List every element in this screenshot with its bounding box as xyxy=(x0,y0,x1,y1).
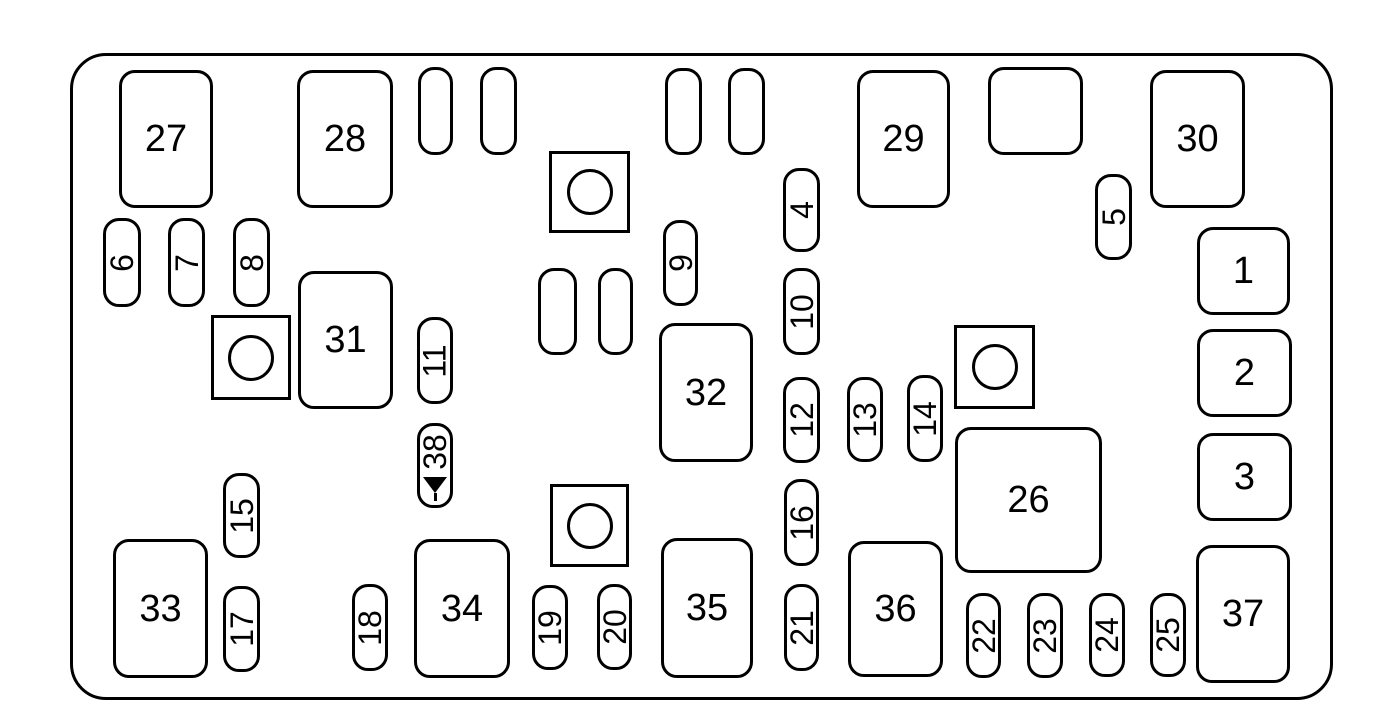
module-label: 29 xyxy=(882,118,925,160)
module-box-3: 3 xyxy=(1197,433,1292,521)
module-label: 34 xyxy=(440,587,484,630)
fuse-14: 14 xyxy=(907,375,943,462)
fuse-22: 22 xyxy=(965,593,1002,678)
module-box-30: 30 xyxy=(1150,70,1245,208)
fuse-label: 4 xyxy=(783,201,820,219)
fuse-blank-5 xyxy=(538,268,577,355)
fuse-label: 25 xyxy=(1150,617,1186,653)
module-box-26: 26 xyxy=(955,427,1102,573)
fuse-25: 25 xyxy=(1150,593,1186,677)
fuse-blank-3 xyxy=(665,68,702,155)
relay-square-2 xyxy=(211,315,291,400)
down-arrow-icon xyxy=(423,477,447,501)
module-box-34: 34 xyxy=(414,539,510,678)
fuse-label: 20 xyxy=(596,609,633,645)
fuse-blank-2 xyxy=(480,67,517,155)
fuse-9: 9 xyxy=(662,220,699,306)
module-label: 35 xyxy=(685,587,729,629)
fuse-13: 13 xyxy=(847,377,883,462)
module-label: 3 xyxy=(1233,456,1256,498)
module-box-1: 1 xyxy=(1197,227,1290,315)
module-label: 26 xyxy=(1007,479,1050,521)
fuse-8: 8 xyxy=(233,218,270,307)
fuse-label: 9 xyxy=(662,254,699,272)
fuse-label: 17 xyxy=(223,611,260,647)
mounting-circle-icon xyxy=(228,334,274,381)
fuse-label: 14 xyxy=(907,400,943,437)
fuse-12: 12 xyxy=(783,377,820,463)
fuse-label: 12 xyxy=(783,402,820,438)
module-box-29: 29 xyxy=(857,70,950,208)
fuse-blank-6 xyxy=(598,268,633,355)
module-label: 1 xyxy=(1232,250,1255,292)
arrow-stem xyxy=(433,493,437,501)
module-box-blank xyxy=(988,67,1083,155)
fuse-16: 16 xyxy=(783,479,820,566)
fuse-blank-1 xyxy=(418,67,453,155)
fuse-label: 21 xyxy=(783,609,820,646)
fuse-label: 5 xyxy=(1095,208,1132,226)
fuse-24: 24 xyxy=(1089,593,1125,677)
arrow-head xyxy=(423,477,447,493)
relay-square-3 xyxy=(954,325,1035,409)
module-label: 36 xyxy=(874,588,917,630)
fuse-5: 5 xyxy=(1095,174,1132,260)
fuse-10: 10 xyxy=(783,268,820,355)
fuse-label: 7 xyxy=(168,253,205,272)
module-label: 32 xyxy=(684,371,728,414)
fuse-label: 11 xyxy=(417,343,453,378)
fuse-38: 38 xyxy=(417,423,453,508)
module-label: 33 xyxy=(139,587,182,630)
module-box-28: 28 xyxy=(297,70,393,208)
fuse-label: 13 xyxy=(847,401,883,438)
module-box-2: 2 xyxy=(1197,329,1292,417)
module-box-36: 36 xyxy=(848,541,943,677)
fuse-7: 7 xyxy=(168,218,205,307)
fuse-label: 18 xyxy=(352,609,388,646)
module-label: 28 xyxy=(323,118,367,160)
fuse-17: 17 xyxy=(223,586,260,672)
module-label: 31 xyxy=(324,319,367,361)
module-box-27: 27 xyxy=(119,70,213,208)
fuse-4: 4 xyxy=(783,168,820,252)
relay-square-1 xyxy=(549,151,630,233)
fuse-label: 8 xyxy=(233,253,270,272)
fuse-label: 15 xyxy=(223,497,260,534)
fuse-label: 16 xyxy=(783,504,820,541)
fuse-15: 15 xyxy=(223,473,260,558)
fuse-label: 38 xyxy=(417,434,453,470)
fuse-23: 23 xyxy=(1027,593,1063,678)
module-label: 37 xyxy=(1221,593,1265,635)
module-label: 2 xyxy=(1233,352,1256,394)
fuse-blank-4 xyxy=(728,68,765,155)
fuse-21: 21 xyxy=(783,584,820,671)
fuse-label: 24 xyxy=(1089,617,1125,653)
fuse-20: 20 xyxy=(596,584,633,670)
module-box-32: 32 xyxy=(659,323,753,462)
fuse-label: 23 xyxy=(1027,617,1063,654)
module-box-31: 31 xyxy=(298,271,393,409)
fuse-18: 18 xyxy=(352,584,388,671)
module-label: 27 xyxy=(144,118,188,160)
fuse-label: 6 xyxy=(103,253,140,272)
module-label: 30 xyxy=(1176,118,1219,160)
module-box-33: 33 xyxy=(113,539,208,678)
fuse-label: 22 xyxy=(965,617,1002,654)
module-box-35: 35 xyxy=(661,538,753,678)
fuse-19: 19 xyxy=(532,585,568,670)
fuse-label: 10 xyxy=(783,293,820,330)
fuse-6: 6 xyxy=(103,218,141,307)
module-box-37: 37 xyxy=(1196,545,1290,683)
relay-square-4 xyxy=(550,484,629,567)
mounting-circle-icon xyxy=(971,344,1018,390)
mounting-circle-icon xyxy=(566,169,613,215)
fuse-label: 19 xyxy=(532,609,568,646)
fuse-11: 11 xyxy=(417,317,453,404)
mounting-circle-icon xyxy=(566,502,613,549)
